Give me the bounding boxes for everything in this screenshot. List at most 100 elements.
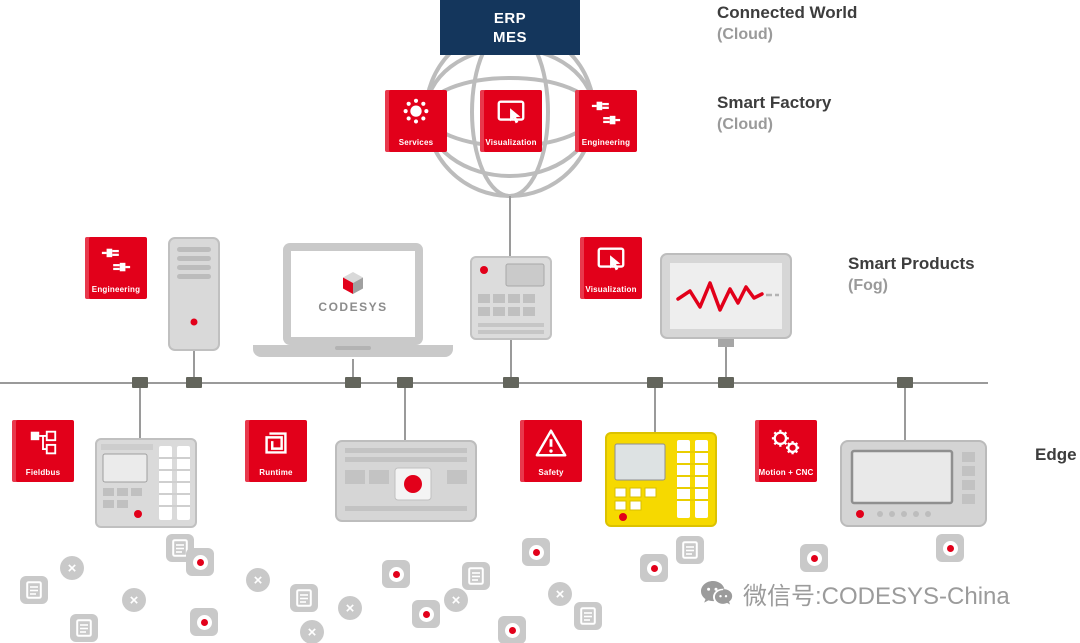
record-dot [508,626,516,634]
smart-products-label: Smart Products (Fog) [848,252,975,297]
x-marker-icon: × [548,582,572,606]
x-marker-icon: × [300,620,324,643]
x-glyph: × [253,571,263,589]
x-glyph: × [129,591,139,609]
server-tower [168,237,220,356]
document-glyph [468,567,484,585]
visualization-cloud-box: Visualization [480,90,542,152]
lens [646,560,662,576]
mes-label: MES [492,28,527,46]
lens [806,550,822,566]
x-glyph: × [345,599,355,617]
record-dot [422,610,430,618]
services-label: Services [398,138,434,147]
connected-world-label: Connected World (Cloud) [717,1,857,46]
visualization-icon [595,244,627,276]
x-marker-icon: × [246,568,270,592]
industrial-controller [335,440,477,527]
fieldbus-label: Fieldbus [25,468,61,477]
x-glyph: × [307,623,317,641]
document-glyph [172,539,188,557]
lens [418,606,434,622]
safety-box: Safety [520,420,582,482]
sensor-camera-icon [498,616,526,643]
lens [196,614,212,630]
visualization-fog-box: Visualization [580,237,642,299]
sensor-camera-icon [936,534,964,562]
sensor-camera-icon [522,538,550,566]
codesys-cube-logo [343,272,363,294]
x-marker-icon: × [444,588,468,612]
layer-title: Smart Factory [717,93,832,112]
record-dot [650,564,658,572]
layer-title: Smart Products [848,254,975,273]
lens [388,566,404,582]
motion-cnc-label: Motion + CNC [758,468,814,477]
x-marker-icon: × [338,596,362,620]
lens [192,554,208,570]
fieldbus-icon [27,427,59,459]
services-icon [400,97,432,129]
record-dot [196,558,204,566]
document-glyph [682,541,698,559]
codesys-logo-text: CODESYS [318,300,387,314]
sensor-camera-icon [382,560,410,588]
gears-icon [770,427,802,459]
services-box: Services [385,90,447,152]
bus-connector-blocks [132,377,913,388]
monitor-trend-display [660,253,792,354]
document-device-icon [20,576,48,604]
visualization-icon [495,97,527,129]
safety-label: Safety [538,468,564,477]
wechat-icon [701,580,733,604]
sensor-camera-icon [190,608,218,636]
layer-title: Edge [1035,445,1077,464]
safety-icon [534,427,568,459]
x-glyph: × [451,591,461,609]
x-glyph: × [67,559,77,577]
plc-device [95,438,197,533]
visualization-label: Visualization [485,138,537,147]
watermark-text: 微信号:CODESYS-China [743,583,1010,610]
document-glyph [296,589,312,607]
sensor-camera-icon [412,600,440,628]
record-dot [392,570,400,578]
watermark: 微信号:CODESYS-China [700,576,1010,611]
erp-label: ERP [493,9,527,27]
hmi-controller [470,256,552,345]
runtime-icon [260,427,292,459]
document-device-icon [462,562,490,590]
smart-factory-label: Smart Factory (Cloud) [717,91,831,136]
layer-subtitle: (Fog) [848,277,888,294]
signal-trend-line [676,281,764,312]
runtime-label: Runtime [259,468,293,477]
sensor-camera-icon [186,548,214,576]
layer-subtitle: (Cloud) [717,116,773,133]
record-dot [810,554,818,562]
layer-subtitle: (Cloud) [717,26,773,43]
engineering-cloud-box: Engineering [575,90,637,152]
fieldbus-box: Fieldbus [12,420,74,482]
lens [942,540,958,556]
engineering-icon [590,97,622,129]
x-glyph: × [555,585,565,603]
record-dot [532,548,540,556]
runtime-box: Runtime [245,420,307,482]
motion-cnc-box: Motion + CNC [755,420,817,482]
sensor-camera-icon [640,554,668,582]
engineering-fog-box: Engineering [85,237,147,299]
visualization-label: Visualization [585,285,637,294]
erp-mes-box: ERP MES [440,0,580,55]
operator-panel [840,440,987,532]
engineering-icon [100,244,132,276]
document-glyph [26,581,42,599]
document-device-icon [290,584,318,612]
red-button [404,475,422,493]
edge-label: Edge [1035,443,1077,466]
document-device-icon [70,614,98,642]
lens [504,622,520,638]
record-dot [946,544,954,552]
document-device-icon [574,602,602,630]
document-glyph [76,619,92,637]
